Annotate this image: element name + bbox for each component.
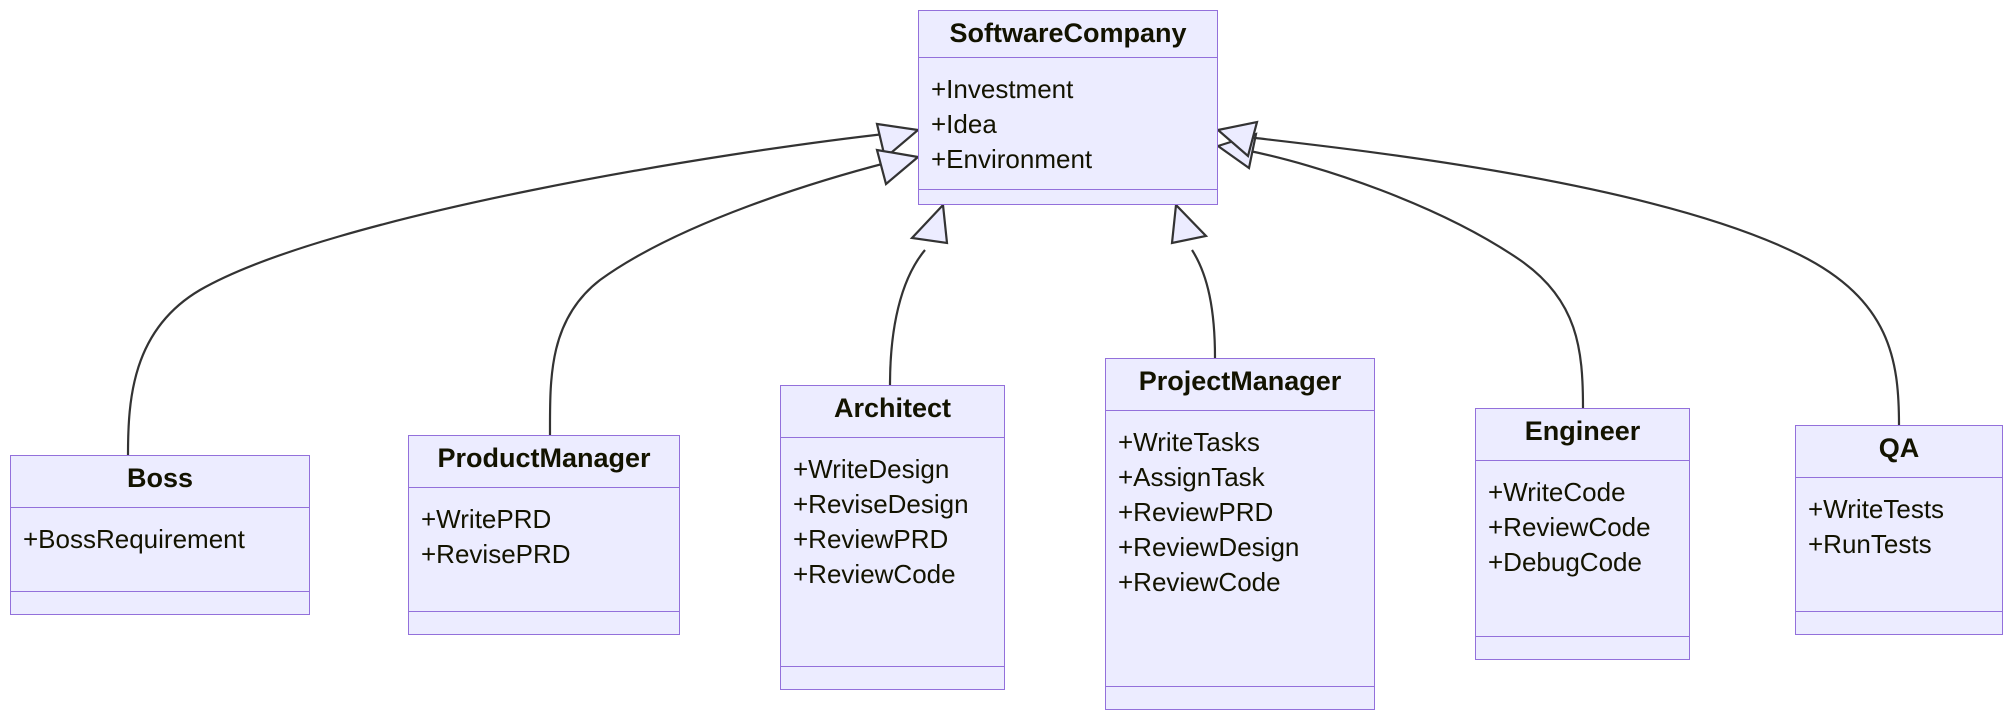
- edge-projectmanager-to-softwarecompany: [1170, 202, 1217, 359]
- uml-attribute: +ReviewCode: [793, 559, 956, 590]
- uml-attribute: +ReviewPRD: [793, 524, 949, 555]
- uml-attribute: +Environment: [931, 144, 1093, 175]
- uml-attributes-compartment: +WriteDesign +ReviseDesign +ReviewPRD +R…: [781, 438, 1004, 667]
- uml-attribute: +BossRequirement: [23, 524, 245, 554]
- uml-attributes-compartment: +WritePRD +RevisePRD: [409, 488, 679, 612]
- uml-attributes-compartment: +BossRequirement: [11, 508, 309, 592]
- uml-attribute: +ReviewDesign: [1118, 532, 1300, 563]
- uml-class-qa[interactable]: QA +WriteTests +RunTests: [1795, 425, 2003, 635]
- uml-attribute: +RunTests: [1808, 529, 1932, 560]
- uml-attribute: +WriteTests: [1808, 494, 1945, 524]
- uml-class-engineer[interactable]: Engineer +WriteCode +ReviewCode +DebugCo…: [1475, 408, 1690, 660]
- uml-class-title: QA: [1796, 426, 2002, 478]
- uml-class-architect[interactable]: Architect +WriteDesign +ReviseDesign +Re…: [780, 385, 1005, 690]
- uml-class-softwarecompany[interactable]: SoftwareCompany +Investment +Idea +Envir…: [918, 10, 1218, 205]
- uml-methods-compartment: [781, 667, 1004, 689]
- uml-attribute: +DebugCode: [1488, 547, 1642, 578]
- uml-attribute: +ReviewPRD: [1118, 497, 1274, 528]
- uml-class-title: Architect: [781, 386, 1004, 438]
- uml-attributes-compartment: +WriteTasks +AssignTask +ReviewPRD +Revi…: [1106, 411, 1374, 687]
- uml-methods-compartment: [1106, 687, 1374, 709]
- uml-methods-compartment: [11, 592, 309, 614]
- uml-attribute: +RevisePRD: [421, 539, 571, 570]
- uml-class-title: Engineer: [1476, 409, 1689, 461]
- uml-attribute: +WriteDesign: [793, 454, 950, 484]
- uml-attributes-compartment: +WriteTests +RunTests: [1796, 478, 2002, 612]
- edge-architect-to-softwarecompany: [888, 202, 949, 386]
- uml-attribute: +ReviewCode: [1118, 567, 1281, 598]
- uml-attribute: +ReviewCode: [1488, 512, 1651, 543]
- uml-methods-compartment: [409, 612, 679, 634]
- uml-attributes-compartment: +Investment +Idea +Environment: [919, 58, 1217, 191]
- uml-attribute: +WriteTasks: [1118, 427, 1260, 457]
- uml-attribute: +ReviseDesign: [793, 489, 969, 520]
- uml-attribute: +Idea: [931, 109, 997, 140]
- uml-attribute: +Investment: [931, 74, 1074, 104]
- uml-class-title: ProjectManager: [1106, 359, 1374, 411]
- uml-class-title: ProductManager: [409, 436, 679, 488]
- uml-methods-compartment: [1476, 637, 1689, 659]
- uml-class-title: Boss: [11, 456, 309, 508]
- uml-attributes-compartment: +WriteCode +ReviewCode +DebugCode: [1476, 461, 1689, 637]
- uml-attribute: +WriteCode: [1488, 477, 1626, 507]
- uml-class-boss[interactable]: Boss +BossRequirement: [10, 455, 310, 615]
- uml-methods-compartment: [919, 190, 1217, 212]
- uml-class-productmanager[interactable]: ProductManager +WritePRD +RevisePRD: [408, 435, 680, 635]
- uml-methods-compartment: [1796, 612, 2002, 634]
- uml-class-projectmanager[interactable]: ProjectManager +WriteTasks +AssignTask +…: [1105, 358, 1375, 710]
- uml-attribute: +AssignTask: [1118, 462, 1265, 493]
- uml-class-title: SoftwareCompany: [919, 11, 1217, 58]
- uml-attribute: +WritePRD: [421, 504, 552, 534]
